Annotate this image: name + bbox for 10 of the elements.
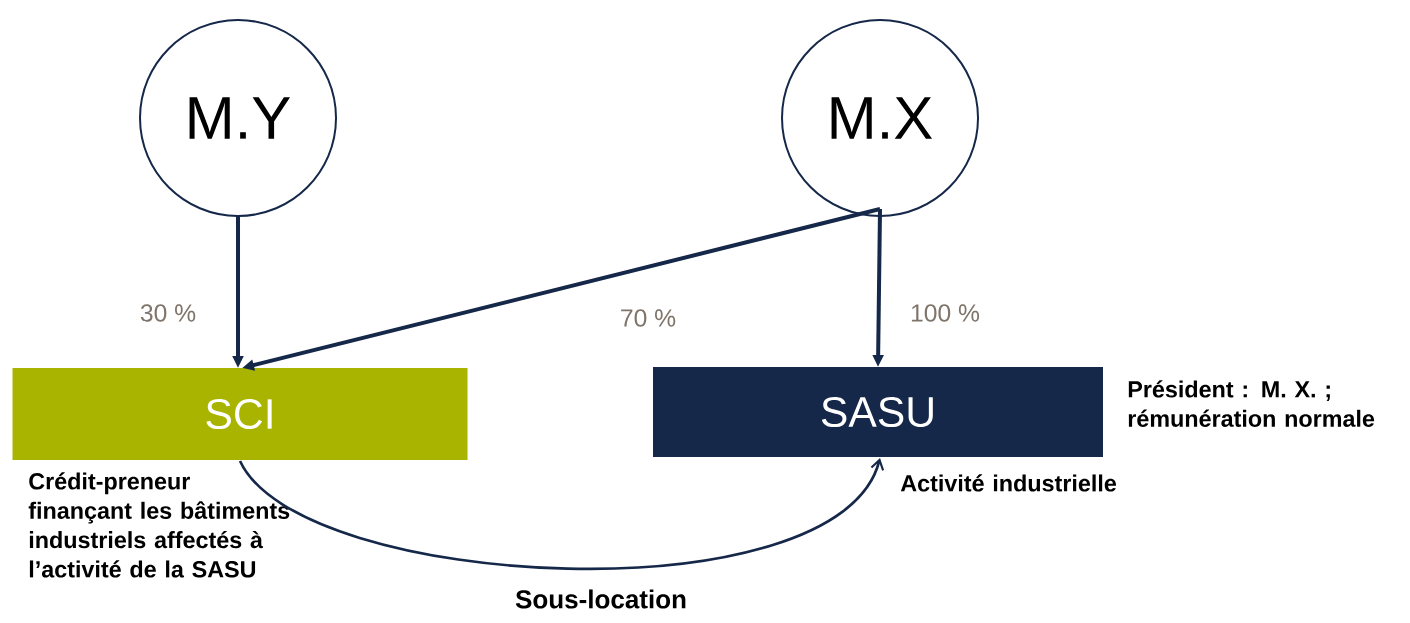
- edge-label: 30 %: [138, 302, 198, 324]
- arrow: [238, 458, 885, 570]
- company-box: SASU: [653, 367, 1103, 457]
- edge-label: 100 %: [908, 302, 982, 324]
- company-box: SCI: [12, 368, 468, 460]
- edge-label: Sous-location: [513, 588, 689, 610]
- note-text: Crédit-preneur finançant les bâtiments industriels affectés à l’activité de la SASU: [28, 472, 290, 578]
- edge-label: 70 %: [618, 307, 678, 329]
- note-text: Activité industrielle: [900, 474, 1116, 492]
- note-text: Président : M. X. ; rémunération normale: [1128, 380, 1375, 427]
